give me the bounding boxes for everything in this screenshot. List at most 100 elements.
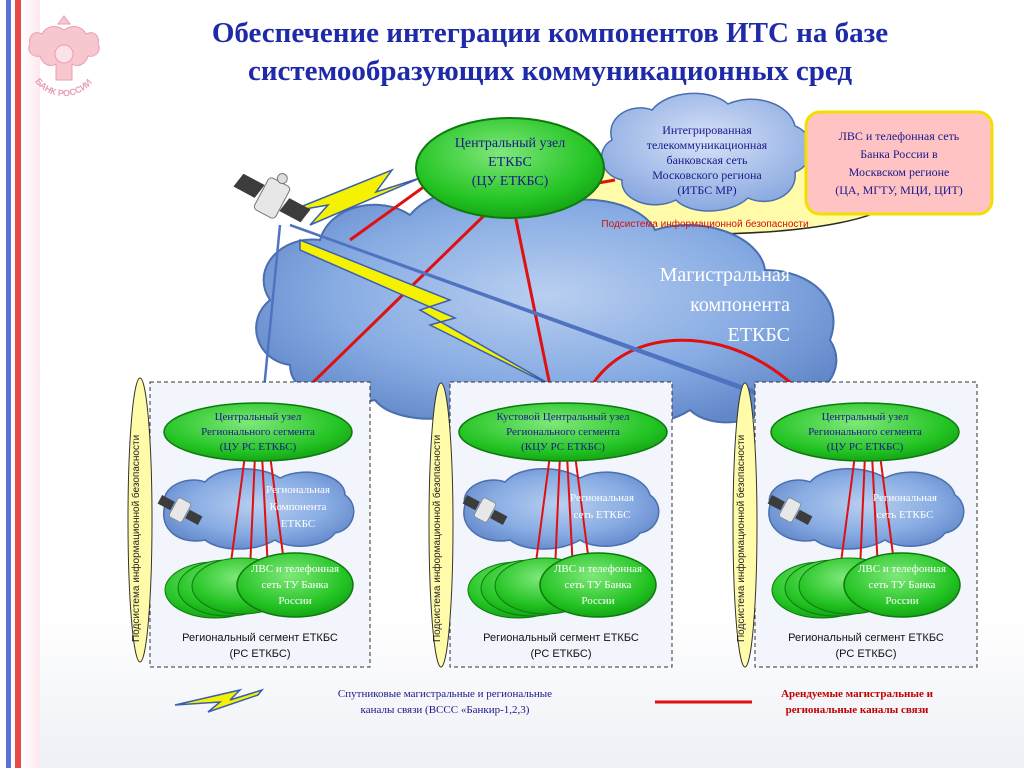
backbone-line-3: ЕТКБС xyxy=(727,324,790,346)
regional-node-2[interactable] xyxy=(458,402,668,462)
regional-cloud-2 xyxy=(463,468,660,550)
legend-satellite-line-2: каналы связи (ВССС «Банкир-1,2,3) xyxy=(360,704,530,716)
lvs-moscow-line-3: Москвском регионе xyxy=(848,165,950,179)
segment-2-node-line-3: (КЦУ РС ЕТКБС) xyxy=(521,441,605,453)
segment-1-node-line-3: (ЦУ РС ЕТКБС) xyxy=(219,441,297,453)
segment-2-lvs-line-2: сеть ТУ Банка xyxy=(564,579,632,591)
segment-1-cloud-line-2: Компонента xyxy=(269,501,327,513)
segment-1-caption: Региональный сегмент ЕТКБС (РС ЕТКБС) xyxy=(150,630,370,662)
left-decor-stripe xyxy=(0,0,40,768)
segment-1-lvs-line-3: России xyxy=(278,595,312,607)
central-node-label: Центральный узел ЕТКБС (ЦУ ЕТКБС) xyxy=(425,134,595,191)
segment-3-cloud-label: Региональная сеть ЕТКБС xyxy=(855,490,955,524)
central-node[interactable] xyxy=(415,117,605,219)
title-line-1: Обеспечение интеграции компонентов ИТС н… xyxy=(211,17,889,49)
segment-2-node-line-1: Кустовой Центральный узел xyxy=(496,411,630,423)
segment-1-security-label: Подсистема информационной безопасности xyxy=(131,434,142,642)
itbs-line-5: (ИТБС МР) xyxy=(677,183,737,197)
title-line-2: системообразующих коммуникационных сред xyxy=(247,55,853,87)
segment-2-caption: Региональный сегмент ЕТКБС (РС ЕТКБС) xyxy=(450,630,672,662)
segment-1 xyxy=(127,377,371,668)
lvs-moscow-line-4: (ЦА, МГТУ, МЦИ, ЦИТ) xyxy=(835,183,963,197)
segment-3-security-label: Подсистема информационной безопасности xyxy=(736,434,747,642)
segment-3-lvs-line-1: ЛВС и телефонная xyxy=(857,563,947,575)
regional-cloud-3 xyxy=(768,468,965,550)
satellite-icon xyxy=(767,495,813,525)
segment-3-lvs-label: ЛВС и телефонная сеть ТУ Банка России xyxy=(845,561,959,609)
segment-3-lvs-line-2: сеть ТУ Банка xyxy=(868,579,936,591)
segment-2-cloud-line-2: сеть ЕТКБС xyxy=(573,509,631,521)
lvs-moscow-label: ЛВС и телефонная сеть Банка России в Мос… xyxy=(808,127,990,199)
legend-leased-line-2: региональные каналы связи xyxy=(785,704,929,716)
lvs-moscow-line-1: ЛВС и телефонная сеть xyxy=(838,129,960,143)
itbs-label: Интегрированная телекоммуникационная бан… xyxy=(612,123,802,198)
regional-lvs-2[interactable] xyxy=(539,552,657,618)
legend-leased-line-1: Арендуемые магистральные и xyxy=(781,688,933,700)
segment-3-node-line-2: Регионального сегмента xyxy=(808,426,922,438)
backbone-cloud xyxy=(255,187,838,426)
regional-node-3[interactable] xyxy=(770,402,960,462)
segment-3-caption-line-1: Региональный сегмент ЕТКБС xyxy=(788,632,944,644)
segment-2 xyxy=(428,381,673,668)
segment-2-caption-line-1: Региональный сегмент ЕТКБС xyxy=(483,632,639,644)
segment-2-lvs-line-3: России xyxy=(581,595,615,607)
bank-logo: БАНК РОССИИ xyxy=(28,15,100,98)
legend-satellite-symbol xyxy=(174,688,265,713)
itbs-cloud xyxy=(600,92,812,212)
segment-3-node-line-1: Центральный узел xyxy=(821,411,909,423)
segment-1-cloud-line-3: ЕТКБС xyxy=(280,518,316,530)
itbs-line-3: банковская сеть xyxy=(666,153,748,167)
central-node-line-1: Центральный узел xyxy=(454,136,566,151)
segment-3-node-line-3: (ЦУ РС ЕТКБС) xyxy=(826,441,904,453)
segment-3-caption: Региональный сегмент ЕТКБС (РС ЕТКБС) xyxy=(755,630,977,662)
segment-2-security-label: Подсистема информационной безопасности xyxy=(432,434,443,642)
regional-node-1[interactable] xyxy=(163,402,353,462)
itbs-line-2: телекоммуникационная xyxy=(646,138,768,152)
segment-2-node-label: Кустовой Центральный узел Регионального … xyxy=(460,410,666,455)
segment-3 xyxy=(732,381,978,668)
segment-1-node-line-1: Центральный узел xyxy=(214,411,302,423)
security-band-label: Подсистема информационной безопасности xyxy=(601,219,809,230)
satellite-icon xyxy=(462,495,508,525)
central-node-line-2: ЕТКБС xyxy=(488,155,532,170)
satellite-icon xyxy=(157,495,203,525)
segment-3-cloud-line-1: Региональная xyxy=(873,492,937,504)
segment-1-lvs-line-2: сеть ТУ Банка xyxy=(261,579,329,591)
segment-1-lvs-line-1: ЛВС и телефонная xyxy=(250,563,340,575)
regional-cloud-1 xyxy=(162,468,355,550)
satellite-icon xyxy=(233,173,311,223)
backbone-line-2: компонента xyxy=(690,294,790,316)
segment-2-lvs-line-1: ЛВС и телефонная xyxy=(553,563,643,575)
regional-lvs-1[interactable] xyxy=(236,552,354,618)
segment-1-caption-line-1: Региональный сегмент ЕТКБС xyxy=(182,632,338,644)
regional-lvs-3[interactable] xyxy=(843,552,961,618)
segment-2-node-line-2: Регионального сегмента xyxy=(506,426,620,438)
central-node-line-3: (ЦУ ЕТКБС) xyxy=(471,174,549,189)
segment-3-cloud-line-2: сеть ЕТКБС xyxy=(876,509,934,521)
legend-satellite-line-1: Спутниковые магистральные и региональные xyxy=(337,688,553,700)
page-title: Обеспечение интеграции компонентов ИТС н… xyxy=(110,14,990,90)
double-headed-eagle-icon xyxy=(28,15,100,81)
itbs-line-4: Московского региона xyxy=(652,168,762,182)
segment-2-lvs-label: ЛВС и телефонная сеть ТУ Банка России xyxy=(541,561,655,609)
legend-leased-label: Арендуемые магистральные и региональные … xyxy=(752,686,962,718)
segment-1-lvs-label: ЛВС и телефонная сеть ТУ Банка России xyxy=(238,561,352,609)
backbone-label: Магистральная компонента ЕТКБС xyxy=(580,260,790,350)
segment-1-caption-line-2: (РС ЕТКБС) xyxy=(229,648,291,660)
backbone-line-1: Магистральная xyxy=(659,264,790,286)
satellite-thin-links xyxy=(260,223,801,412)
itbs-line-1: Интегрированная xyxy=(662,123,752,137)
legend-satellite-label: Спутниковые магистральные и региональные… xyxy=(290,686,600,718)
segment-2-cloud-label: Региональная сеть ЕТКБС xyxy=(552,490,652,524)
lvs-moscow-box xyxy=(804,110,994,216)
segment-3-caption-line-2: (РС ЕТКБС) xyxy=(835,648,897,660)
segment-2-cloud-line-1: Региональная xyxy=(570,492,634,504)
segment-1-cloud-label: Региональная Компонента ЕТКБС xyxy=(248,482,348,533)
segment-1-node-line-2: Регионального сегмента xyxy=(201,426,315,438)
segment-3-node-label: Центральный узел Регионального сегмента … xyxy=(772,410,958,455)
segment-1-cloud-line-1: Региональная xyxy=(266,484,330,496)
lvs-moscow-line-2: Банка России в xyxy=(860,147,938,161)
segment-2-caption-line-2: (РС ЕТКБС) xyxy=(530,648,592,660)
segment-3-lvs-line-3: России xyxy=(885,595,919,607)
